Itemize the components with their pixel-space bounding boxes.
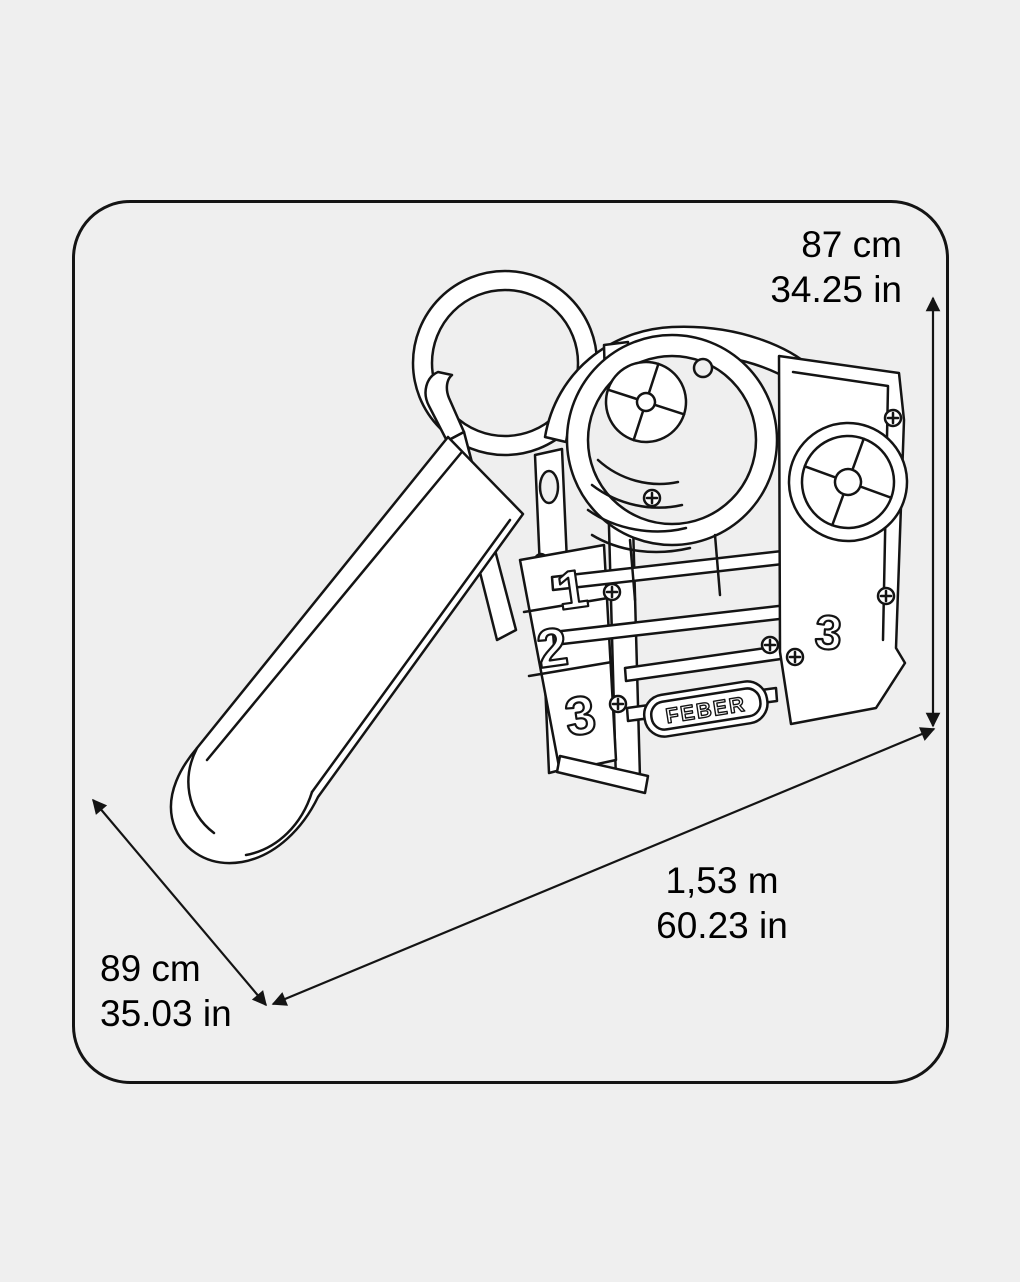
- depth-dimension-label: 89 cm 35.03 in: [100, 946, 232, 1036]
- depth-metric-text: 89 cm: [100, 948, 201, 989]
- height-dimension-label: 87 cm 34.25 in: [770, 222, 902, 312]
- length-metric-text: 1,53 m: [665, 860, 779, 901]
- window-wheel-icon: [604, 360, 688, 444]
- length-imperial-text: 60.23 in: [656, 905, 788, 946]
- left-ring: [411, 269, 599, 457]
- height-metric-text: 87 cm: [801, 224, 902, 265]
- screw-icons: [602, 408, 903, 714]
- step-digit-1: 1: [553, 558, 591, 622]
- depth-dimension-arrow: [92, 798, 267, 1007]
- steering-wheel-icon: [787, 421, 909, 543]
- length-dimension-arrow: [271, 727, 936, 1006]
- length-dimension-label: 1,53 m 60.23 in: [597, 858, 847, 948]
- dimension-arrows: [92, 296, 941, 1007]
- panel-digit-3: 3: [813, 606, 843, 661]
- slide-ramp: [169, 435, 525, 865]
- depth-imperial-text: 35.03 in: [100, 993, 232, 1034]
- middle-ring: [565, 333, 779, 602]
- brand-plate: FEBER: [642, 680, 769, 738]
- rounded-border-frame: [72, 200, 949, 1084]
- right-panel: [777, 354, 909, 726]
- height-imperial-text: 34.25 in: [770, 269, 902, 310]
